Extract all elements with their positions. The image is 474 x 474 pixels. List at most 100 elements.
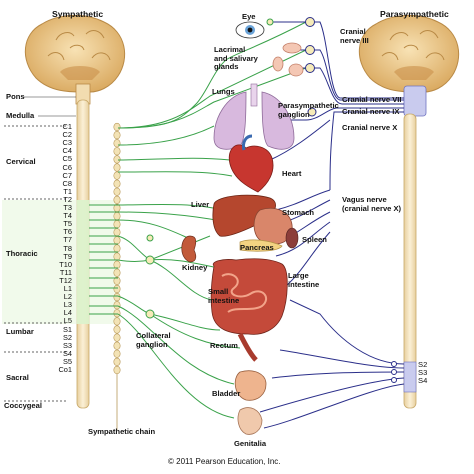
segment-label: T9 [63,251,72,261]
glands-icon [272,42,304,77]
chain-ganglion [113,187,121,196]
vagus-nerve-label: Vagus nerve (cranial nerve X) [342,195,402,213]
chain-ganglion [113,212,121,221]
right-spinal-cord [403,113,417,409]
chain-ganglion [113,309,121,318]
sacral-parasympathetic-label: S2 [418,360,428,369]
cranial-nerve-ix-label: Cranial nerve IX [342,107,400,116]
kidney-icon [181,235,197,263]
bladder-label: Bladder [212,389,241,398]
pancreas-icon [239,239,283,252]
sympathetic-chain [113,122,121,430]
chain-ganglion [113,301,121,310]
cranial-nerve-iii-label: Cranial nerve III [340,27,369,45]
chain-ganglion [113,171,121,180]
chain-ganglion [113,276,121,286]
chain-ganglion [113,147,121,156]
sacral-parasympathetic-label: S3 [418,368,428,377]
pancreas-label: Pancreas [240,243,274,252]
large-intestine-label: Large intestine [288,271,320,289]
copyright: © 2011 Pearson Education, Inc. [168,457,281,466]
region-thoracic: Thoracic [6,249,38,258]
chain-ganglion [113,349,121,358]
kidney-label: Kidney [182,263,208,272]
segment-label: C1 [62,122,72,131]
segment-label: S5 [62,356,72,366]
collateral-ganglion-label: Collateral ganglion [136,331,171,349]
segment-label: T12 [59,275,72,285]
region-cervical: Cervical [6,157,36,166]
segment-label: T3 [63,203,72,212]
chain-ganglion [113,195,121,204]
segment-label: C5 [62,154,72,164]
chain-ganglion [113,155,121,164]
segment-label: T11 [59,267,72,277]
sympathetic-chain-label: Sympathetic chain [88,427,156,436]
intestines-icon [210,258,288,362]
chain-ganglion [113,325,121,334]
segment-label: C7 [62,170,72,180]
stomach-icon [253,207,293,245]
chain-ganglion [113,228,121,237]
chain-ganglion [113,252,121,261]
segment-label: C2 [62,130,72,140]
lungs-icon [213,83,295,150]
sacral-parasympathetic-label: S4 [418,376,428,385]
segment-label: C8 [62,178,72,188]
ganglia [145,17,317,319]
chain-ganglion [113,122,121,132]
spleen-label: Spleen [302,235,327,244]
segment-label: T10 [59,259,72,269]
segment-label: L1 [63,284,72,293]
stomach-label: Stomach [282,208,315,217]
segment-label: T6 [63,227,72,237]
segment-label: T7 [63,235,72,245]
heart-label: Heart [282,169,302,178]
cranial-nerve-vii-label: Cranial nerve VII [342,95,402,104]
region-coccygeal: Coccygeal [4,401,42,410]
chain-ganglion [113,139,121,148]
chain-ganglion [113,357,121,367]
segment-label: Co1 [58,365,72,374]
chain-ganglion [113,179,121,188]
segment-label: C6 [62,162,72,172]
segment-label: S3 [62,340,72,350]
segment-label: L2 [63,292,72,302]
chain-ganglion [113,317,121,326]
parasympathetic-title: Parasympathetic [380,9,449,19]
chain-ganglion [113,293,121,302]
segment-label: T1 [63,186,72,196]
chain-ganglion [113,131,121,140]
medulla-label: Medulla [6,111,35,120]
chain-ganglion [113,220,121,229]
chain-ganglion [113,260,121,269]
segment-label: C4 [62,146,72,156]
liver-label: Liver [191,200,210,209]
segment-label: L5 [63,316,72,326]
segment-label: T4 [63,211,72,221]
segment-label: T5 [63,219,72,229]
genitalia-label: Genitalia [234,439,267,448]
segment-label: T8 [63,243,72,253]
left-brain [24,14,126,105]
sympathetic-title: Sympathetic [52,9,104,19]
segment-label: L4 [63,308,72,318]
segment-label: S2 [62,332,72,342]
chain-ganglion [113,365,121,375]
rectum-label: Rectum [210,341,238,350]
pons-label: Pons [6,92,25,101]
chain-ganglion [113,284,121,294]
glands-label: Lacrimal and salivary glands [214,45,258,71]
genitalia-icon [237,407,263,435]
spleen-icon [285,227,299,249]
chain-ganglion [113,236,121,245]
segment-label: S1 [62,324,72,334]
chain-ganglion [113,268,121,277]
small-intestine-label: Small intestine [208,287,240,305]
right-sacral-highlight [403,361,417,393]
heart-icon [228,134,274,193]
region-lumbar: Lumbar [6,327,34,336]
eye-label: Eye [242,12,256,21]
bladder-icon [234,370,267,401]
